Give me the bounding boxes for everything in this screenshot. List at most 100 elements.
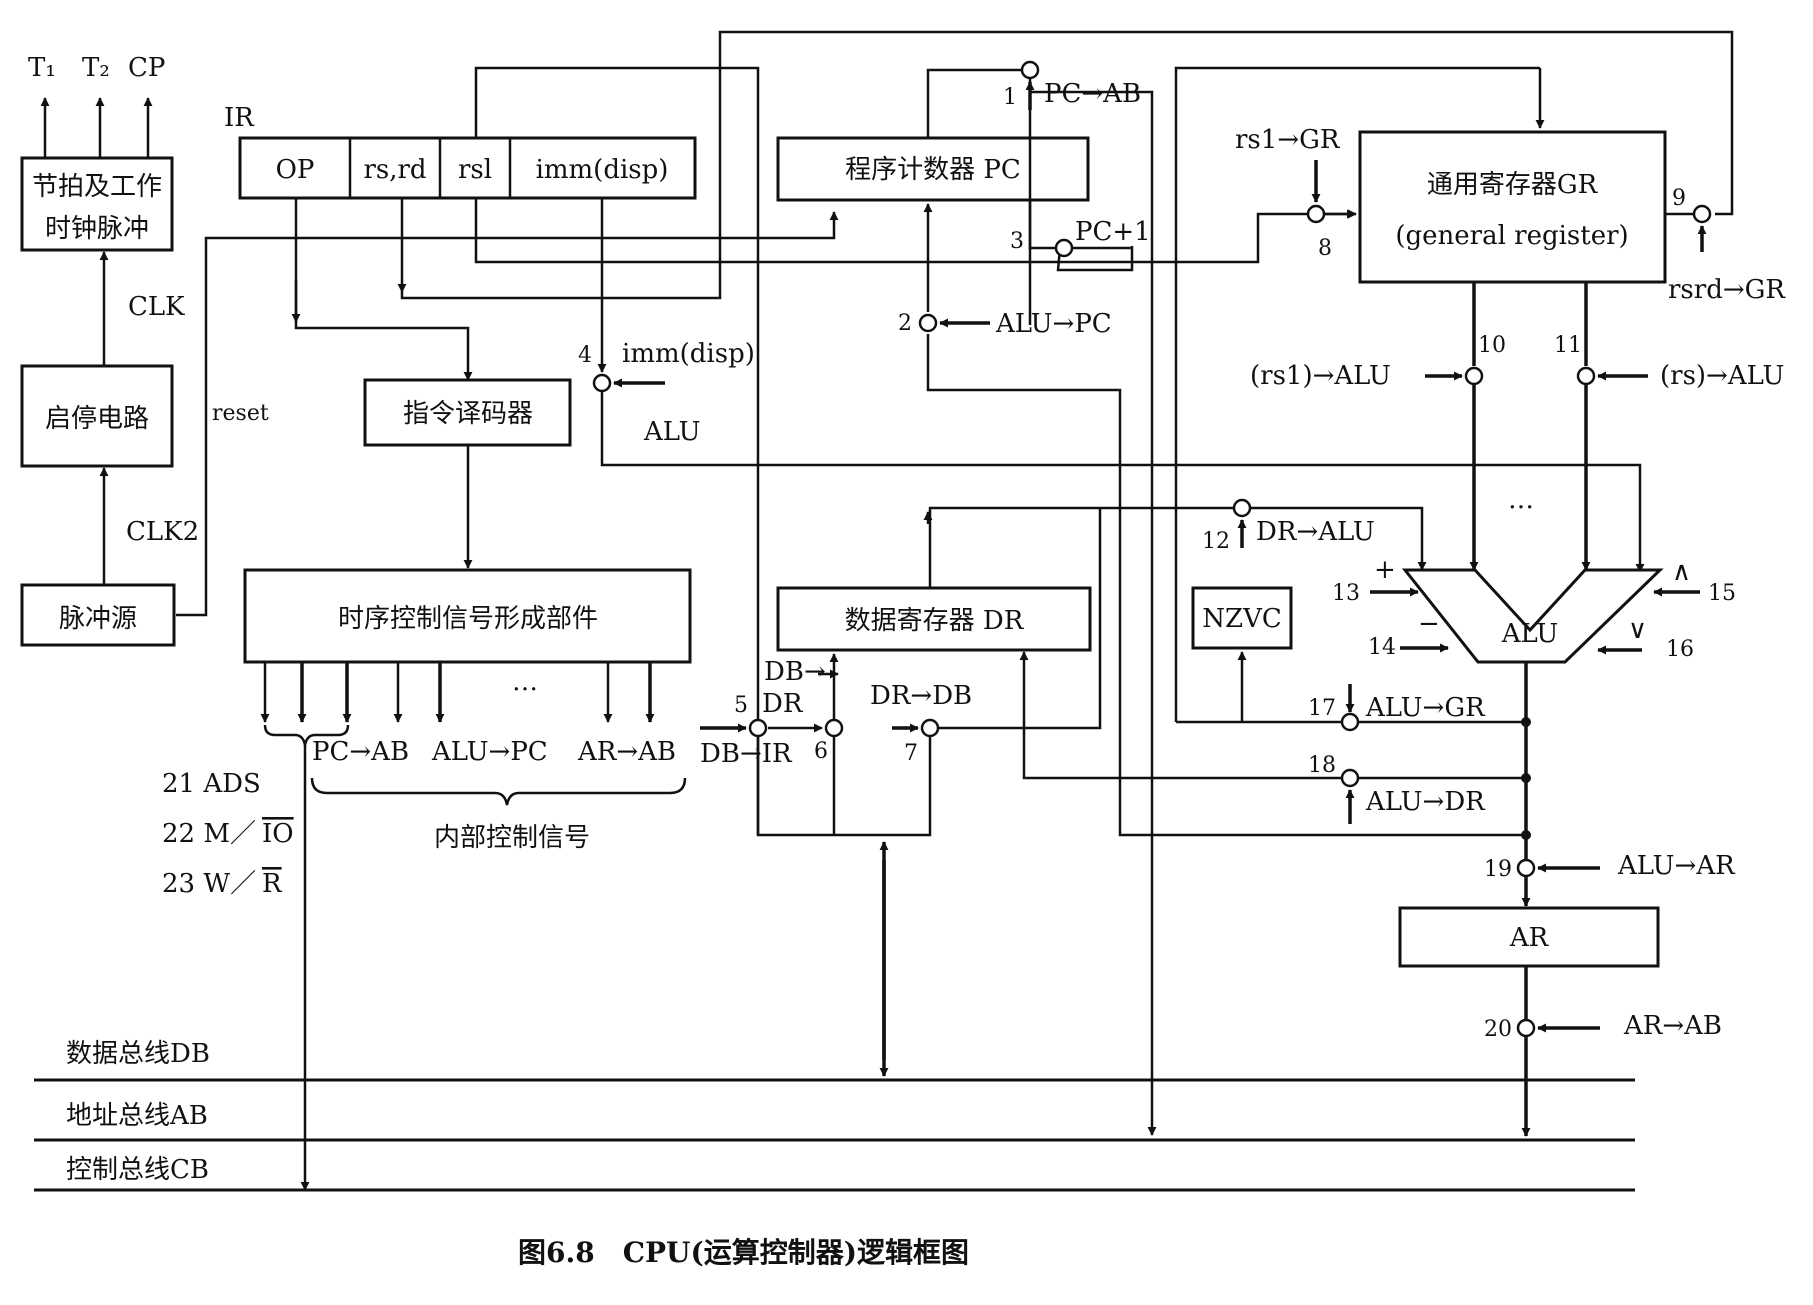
gate-9-num: 9 (1672, 186, 1686, 211)
ir-field-rsl: rsl (458, 155, 492, 185)
gate-14-num: 14 (1368, 635, 1396, 660)
gate-17-label: ALU→GR (1365, 693, 1486, 723)
gate-4-sub: ALU (643, 417, 701, 447)
alu-label: ALU (1501, 619, 1559, 649)
gate-13-sign: + (1374, 555, 1396, 585)
data-register-label: 数据寄存器 DR (845, 606, 1025, 636)
ir-field-rsrd: rs,rd (363, 155, 426, 185)
address-register (1398, 906, 1660, 968)
system-buses: 数据总线DB 地址总线AB 控制总线CB (34, 1039, 1635, 1192)
start-stop-block (20, 364, 174, 468)
gate-19-num: 19 (1484, 857, 1512, 882)
control-signal-unit-label: 时序控制信号形成部件 (338, 604, 598, 634)
gate-9 (1692, 204, 1712, 224)
gate-6-label: DB→ (764, 657, 826, 687)
gate-15-num: 15 (1708, 581, 1736, 606)
general-register-label-1: 通用寄存器GR (1427, 170, 1599, 200)
gate-7 (920, 718, 940, 738)
gate-13-num: 13 (1332, 581, 1360, 606)
gate-5-label: DB→IR (700, 739, 793, 769)
pulse-source-block (20, 583, 176, 647)
sig-ar-ab: AR→AB (577, 737, 676, 767)
sig-w-r: 23 W／ (162, 869, 256, 899)
alu-inputs-ellipsis: … (1508, 485, 1534, 515)
figure-caption: 图6.8 CPU(运算控制器)逻辑框图 (518, 1236, 969, 1269)
gate-11-label: (rs)→ALU (1660, 361, 1784, 391)
gate-6-num: 6 (814, 739, 828, 764)
gate-5-sub: DR (762, 689, 804, 719)
gate-7-num: 7 (904, 741, 918, 766)
internal-signals-caption: 内部控制信号 (434, 823, 590, 853)
reset-label: reset (212, 401, 269, 426)
gate-18-num: 18 (1308, 753, 1336, 778)
gate-3 (1054, 238, 1074, 258)
gate-19-label: ALU→AR (1617, 851, 1736, 881)
gate-9-label: rsrd→GR (1668, 275, 1786, 305)
gate-1-num: 1 (1003, 85, 1017, 110)
data-register (776, 586, 1092, 652)
gate-11 (1576, 366, 1596, 386)
output-t2: T₂ (82, 53, 110, 83)
clk2-label: CLK2 (126, 517, 199, 547)
instruction-decoder (363, 378, 572, 447)
clock-section: T₁ T₂ CP 节拍及工作 时钟脉冲 CLK 启停电路 CLK2 脉冲源 re… (20, 53, 839, 647)
gate-20 (1516, 1018, 1536, 1038)
gate-3-num: 3 (1010, 229, 1024, 254)
gate-11-num: 11 (1554, 333, 1582, 358)
gate-5-num: 5 (734, 693, 748, 718)
gate-4-num: 4 (578, 343, 592, 368)
gate-6 (824, 718, 844, 738)
sig-m-io: 22 M／ (162, 819, 256, 849)
gate-17-num: 17 (1308, 696, 1336, 721)
pulse-source-label: 脉冲源 (59, 604, 137, 634)
sig-m-io-overline: IO (262, 819, 294, 849)
control-signal-unit (243, 568, 692, 664)
gate-2-label: ALU→PC (995, 309, 1112, 339)
nzvc-register (1191, 586, 1293, 650)
gate-15-sign: ∧ (1672, 557, 1691, 587)
address-register-label: AR (1509, 923, 1550, 953)
gate-4-label: imm(disp) (622, 339, 755, 369)
gate-1-label: PC→AB (1044, 79, 1141, 109)
ir-label: IR (224, 103, 255, 133)
gate-10-num: 10 (1478, 333, 1506, 358)
gate-3-label: PC+1 (1075, 217, 1151, 247)
general-register-label-2: (general register) (1395, 221, 1628, 251)
gate-20-num: 20 (1484, 1017, 1512, 1042)
gate-10-label: (rs1)→ALU (1250, 361, 1391, 391)
program-counter (776, 136, 1090, 202)
address-bus-label: 地址总线AB (66, 1101, 208, 1131)
gate-20-label: AR→AB (1623, 1011, 1722, 1041)
gate-12-num: 12 (1202, 529, 1230, 554)
gate-2 (918, 313, 938, 333)
gate-14-sign: − (1418, 609, 1440, 639)
program-counter-label: 程序计数器 PC (845, 155, 1021, 185)
general-register (1358, 130, 1667, 284)
gate-10 (1464, 366, 1484, 386)
control-ellipsis: … (512, 667, 538, 697)
gate-1 (1020, 60, 1040, 80)
control-output-arrows (260, 662, 655, 723)
ir-field-op: OP (276, 155, 315, 185)
timing-pulse-block (20, 156, 174, 252)
gate-18-label: ALU→DR (1365, 787, 1486, 817)
start-stop-label: 启停电路 (45, 404, 149, 434)
instruction-register: IR OP rs,rd rsl imm(disp) (224, 103, 697, 200)
gate-17 (1340, 712, 1360, 732)
gate-8-label: rs1→GR (1235, 125, 1341, 155)
gate-7-label: DR→DB (870, 681, 972, 711)
data-bus-label: 数据总线DB (66, 1039, 210, 1069)
sig-alu-pc: ALU→PC (431, 737, 548, 767)
timing-pulse-label-2: 时钟脉冲 (45, 214, 149, 244)
gate-19 (1516, 858, 1536, 878)
ir-field-imm: imm(disp) (536, 155, 669, 185)
timing-pulse-label-1: 节拍及工作 (32, 172, 162, 202)
gate-8-num: 8 (1318, 236, 1332, 261)
output-t1: T₁ (28, 53, 56, 83)
alu (1401, 568, 1664, 664)
gate-4 (592, 373, 612, 393)
gate-12-label: DR→ALU (1256, 517, 1375, 547)
gate-2-num: 2 (898, 311, 912, 336)
sig-pc-ab: PC→AB (312, 737, 409, 767)
